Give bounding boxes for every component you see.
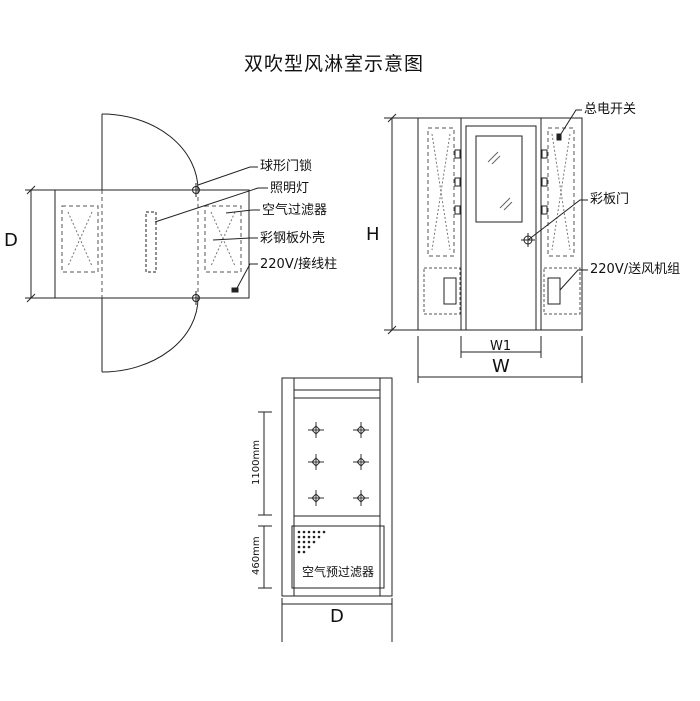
label-light: 照明灯 <box>270 181 310 196</box>
door-swing-arc-bottom <box>102 298 198 372</box>
label-steel-shell: 彩钢板外壳 <box>260 231 326 246</box>
door-swing-arc-top <box>102 114 198 190</box>
top-view-depth-label: D <box>4 230 18 251</box>
label-main-switch: 总电开关 <box>584 102 637 117</box>
light-fixture <box>146 212 156 272</box>
label-ball-lock: 球形门锁 <box>260 159 313 174</box>
dim-upper-1100: 1100mm <box>251 440 262 485</box>
label-color-door: 彩板门 <box>590 192 630 207</box>
label-prefilter: 空气预过滤器 <box>302 565 375 579</box>
top-view <box>25 114 268 372</box>
prefilter-dots <box>297 530 326 554</box>
label-fan-unit: 220V/送风机组 <box>590 262 681 277</box>
door-frame <box>466 126 536 330</box>
dim-lower-460: 460mm <box>251 536 262 575</box>
nozzle-grid <box>308 422 369 506</box>
label-terminal: 220V/接线柱 <box>260 257 338 272</box>
diagram-title: 双吹型风淋室示意图 <box>244 53 425 75</box>
prefilter-box <box>292 526 384 588</box>
door-window <box>476 136 522 222</box>
side-outline <box>282 378 392 596</box>
label-door-width: W1 <box>490 339 512 354</box>
label-total-width: W <box>492 356 510 377</box>
shell-outline <box>55 190 249 298</box>
front-view <box>384 110 588 383</box>
side-view-depth-label: D <box>330 606 344 627</box>
side-view <box>258 378 392 642</box>
front-view-height-label: H <box>366 224 380 245</box>
label-air-filter: 空气过滤器 <box>262 203 328 218</box>
right-filter-box <box>205 206 241 272</box>
left-filter-box <box>62 206 98 272</box>
